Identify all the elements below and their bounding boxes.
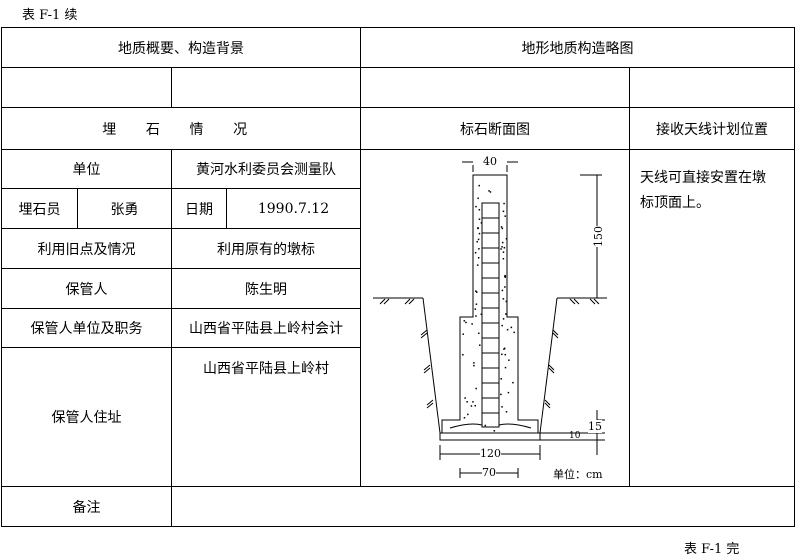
concrete-dot xyxy=(462,353,464,356)
concrete-dot xyxy=(502,258,505,260)
concrete-dot xyxy=(500,226,503,228)
concrete-dot xyxy=(475,291,478,293)
dim-15: 15 xyxy=(588,420,602,433)
concrete-dot xyxy=(502,251,505,253)
concrete-dot xyxy=(463,320,466,322)
concrete-dot xyxy=(465,321,467,324)
concrete-dot xyxy=(474,404,477,407)
concrete-dot xyxy=(501,227,504,230)
concrete-dot xyxy=(500,393,502,396)
concrete-dot xyxy=(472,401,474,403)
concrete-dot xyxy=(466,401,468,403)
concrete-dot xyxy=(475,387,477,390)
brick-core xyxy=(481,202,500,428)
concrete-dot xyxy=(478,208,481,211)
brick-lines xyxy=(482,217,499,414)
concrete-dot xyxy=(505,313,507,315)
antenna-text-line: 标顶面上。 xyxy=(640,195,710,211)
monument-outline xyxy=(441,174,539,434)
concrete-dot xyxy=(504,274,506,277)
dim-40: 40 xyxy=(483,155,497,168)
remarks-value xyxy=(171,486,795,527)
concrete-dot xyxy=(510,326,513,329)
concrete-dot xyxy=(474,251,477,254)
unit-note: 单位：cm xyxy=(553,468,603,481)
concrete-dot xyxy=(471,323,473,325)
concrete-dot xyxy=(476,240,478,243)
concrete-dots xyxy=(462,184,515,432)
concrete-dot xyxy=(479,344,481,346)
concrete-dot xyxy=(503,348,505,350)
concrete-dot xyxy=(478,232,481,235)
concrete-dot xyxy=(488,190,490,192)
concrete-dot xyxy=(493,430,496,432)
concrete-dot xyxy=(501,353,503,356)
concrete-dot xyxy=(478,248,480,250)
concrete-dot xyxy=(503,247,506,249)
concrete-dot xyxy=(475,290,477,292)
concrete-dot xyxy=(502,210,505,213)
concrete-dot xyxy=(501,246,503,248)
concrete-dot xyxy=(504,286,506,288)
concrete-dot xyxy=(475,303,478,305)
concrete-dot xyxy=(500,248,502,250)
concrete-dot xyxy=(477,257,480,259)
concrete-dot xyxy=(462,333,464,335)
concrete-dot xyxy=(508,359,510,361)
concrete-dot xyxy=(475,315,477,317)
concrete-dot xyxy=(503,347,506,350)
concrete-dot xyxy=(501,324,503,327)
concrete-dot xyxy=(477,238,480,241)
concrete-dot xyxy=(474,308,477,310)
ground-line xyxy=(373,297,607,434)
concrete-dot xyxy=(500,378,503,380)
concrete-dot xyxy=(476,264,479,266)
concrete-dot xyxy=(478,218,481,220)
concrete-dot xyxy=(463,417,466,419)
concrete-dot xyxy=(473,362,475,364)
caption-bottom: 表 F-1 完 xyxy=(684,542,740,556)
concrete-dot xyxy=(478,184,480,187)
concrete-dot xyxy=(480,222,483,224)
antenna-text-line: 天线可直接安置在墩 xyxy=(640,170,766,186)
concrete-dot xyxy=(513,331,515,334)
dim-150: 150 xyxy=(592,226,605,247)
concrete-dot xyxy=(507,391,510,394)
caption-top: 表 F-1 续 xyxy=(22,8,78,23)
concrete-dot xyxy=(484,424,487,427)
concrete-dot xyxy=(502,318,505,320)
concrete-dot xyxy=(504,215,506,217)
concrete-dot xyxy=(501,241,504,244)
concrete-dot xyxy=(512,381,514,384)
concrete-dot xyxy=(477,197,479,200)
concrete-dot xyxy=(501,406,503,408)
concrete-dot xyxy=(502,298,505,300)
concrete-dot xyxy=(489,191,492,193)
concrete-dot xyxy=(505,300,508,303)
concrete-dot xyxy=(475,205,477,208)
concrete-dot xyxy=(505,411,508,413)
concrete-dot xyxy=(473,364,475,367)
concrete-dot xyxy=(503,202,505,205)
base-layer xyxy=(439,432,541,441)
concrete-dot xyxy=(480,313,483,315)
concrete-dot xyxy=(467,413,469,416)
concrete-dot xyxy=(504,275,506,278)
dim-70: 70 xyxy=(482,466,496,479)
concrete-dot xyxy=(464,397,466,399)
concrete-dot xyxy=(477,227,479,230)
concrete-dot xyxy=(501,289,504,292)
dim-120: 120 xyxy=(480,447,501,460)
dim-10: 10 xyxy=(569,431,581,441)
concrete-dot xyxy=(504,353,507,356)
concrete-dot xyxy=(470,405,473,407)
concrete-dot xyxy=(478,332,480,335)
concrete-dot xyxy=(504,366,507,369)
concrete-dot xyxy=(506,328,509,331)
concrete-dot xyxy=(505,238,508,240)
